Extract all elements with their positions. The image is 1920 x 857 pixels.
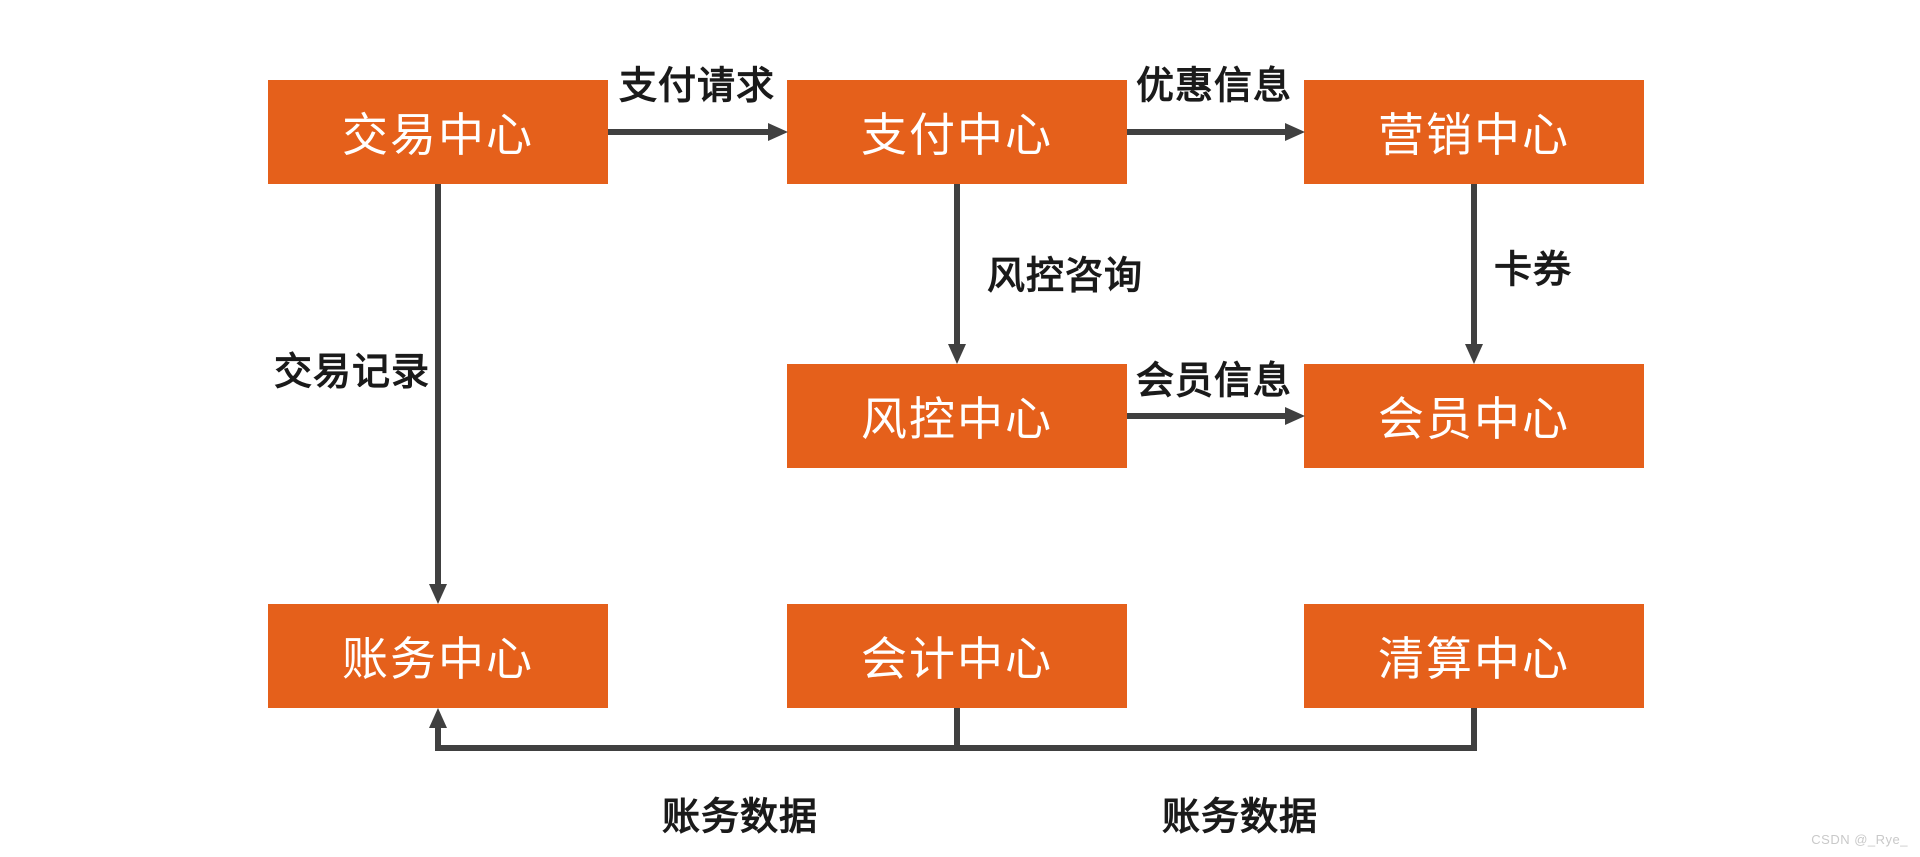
node-clearing-center: 清算中心 [1304,604,1644,708]
watermark: CSDN @_Rye_ [1811,832,1908,847]
edge-trade-to-billing-arrow-icon [429,584,447,604]
node-accounting-center: 会计中心 [787,604,1127,708]
edge-marketing-to-member-arrow-icon [1465,344,1483,364]
edge-label-trade-record: 交易记录 [273,351,431,394]
node-marketing-center: 营销中心 [1304,80,1644,184]
edge-label-billing-data-right: 账务数据 [1161,796,1319,839]
node-billing-center: 账务中心 [268,604,608,708]
edge-label-billing-data-left: 账务数据 [661,796,819,839]
edge-clearing-drop-line [1471,708,1477,751]
edge-label-payment-request: 支付请求 [618,65,776,108]
edge-trade-to-payment-arrow-icon [768,123,788,141]
edge-billing-rise-line [435,726,441,746]
edge-marketing-to-member-line [1471,184,1477,346]
edge-to-billing-arrow-icon [429,708,447,728]
edge-label-member-info: 会员信息 [1135,360,1293,403]
edge-bottom-bus-line [435,745,1477,751]
edge-payment-to-marketing-arrow-icon [1285,123,1305,141]
node-risk-center: 风控中心 [787,364,1127,468]
edge-risk-to-member-line [1127,413,1287,419]
node-member-center: 会员中心 [1304,364,1644,468]
edge-payment-to-marketing-line [1127,129,1287,135]
edge-label-card-coupon: 卡券 [1493,249,1573,292]
edge-trade-to-payment-line [608,129,770,135]
edge-trade-to-billing-line [435,184,441,586]
edge-label-risk-consult: 风控咨询 [986,255,1144,298]
edge-payment-to-risk-arrow-icon [948,344,966,364]
edge-risk-to-member-arrow-icon [1285,407,1305,425]
edge-accounting-drop-line [954,708,960,751]
node-payment-center: 支付中心 [787,80,1127,184]
edge-payment-to-risk-line [954,184,960,346]
edge-label-discount-info: 优惠信息 [1135,65,1293,108]
node-trade-center: 交易中心 [268,80,608,184]
